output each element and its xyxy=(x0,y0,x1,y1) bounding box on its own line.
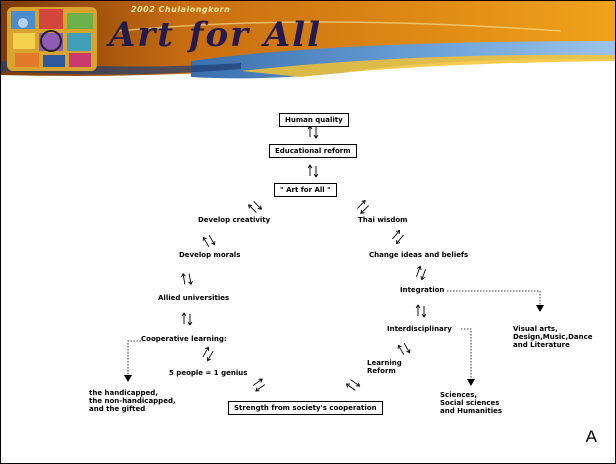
node-five-people-genius: 5 people = 1 genius xyxy=(169,369,248,377)
banner-title: Art for All xyxy=(109,15,323,55)
double-arrow-icon xyxy=(252,378,266,392)
double-arrow-icon xyxy=(357,200,369,214)
collage-icon xyxy=(7,7,97,71)
node-interdisciplinary: Interdisciplinary xyxy=(387,325,452,333)
node-develop-creativity: Develop creativity xyxy=(198,216,271,224)
banner: 2002 Chulalongkorn Art for All xyxy=(1,1,615,79)
diagram-connectors xyxy=(124,290,544,386)
node-allied-universities: Allied universities xyxy=(158,294,230,302)
node-learning-reform: Learning Reform xyxy=(367,359,402,375)
sciences-line2: Social sciences xyxy=(440,399,500,408)
double-arrow-icon xyxy=(307,125,319,139)
node-integration: Integration xyxy=(400,286,445,294)
arrowhead-handicapped xyxy=(124,375,132,382)
node-human-quality: Human quality xyxy=(279,113,349,128)
double-arrow-icon xyxy=(397,342,411,356)
double-arrow-icon xyxy=(181,312,193,326)
double-arrows xyxy=(181,125,427,392)
double-arrow-icon xyxy=(181,272,193,286)
dotted-connector-visual-arts xyxy=(447,290,541,305)
visual-arts-line3: and Literature xyxy=(513,341,570,350)
dotted-connector-handicapped xyxy=(127,340,141,375)
double-arrow-icon xyxy=(345,379,361,391)
node-sciences: Sciences, Social sciences and Humanities xyxy=(440,391,502,415)
double-arrow-icon xyxy=(415,304,427,318)
arrowhead-visual-arts xyxy=(536,305,544,312)
double-arrow-icon xyxy=(307,164,319,178)
sciences-line1: Sciences, xyxy=(440,391,478,399)
double-arrow-icon xyxy=(202,234,216,248)
arrowhead-sciences xyxy=(467,379,475,386)
learning-reform-line2: Reform xyxy=(367,367,396,376)
node-art-for-all: " Art for All " xyxy=(274,183,337,198)
banner-artwork xyxy=(1,1,615,79)
node-thai-wisdom: Thai wisdom xyxy=(358,216,408,224)
sciences-line3: and Humanities xyxy=(440,407,503,416)
corner-label: A xyxy=(585,427,597,446)
node-visual-arts: Visual arts, Design,Music,Dance and Lite… xyxy=(513,325,593,349)
dotted-connector-sciences xyxy=(461,328,472,379)
double-arrow-icon xyxy=(202,346,214,362)
diagram: Human quality Educational reform " Art f… xyxy=(1,79,615,463)
learning-reform-line1: Learning xyxy=(367,359,402,367)
double-arrow-icon xyxy=(248,201,262,213)
visual-arts-line2: Design,Music,Dance xyxy=(513,333,593,342)
node-handicapped: the handicapped, the non-handicapped, an… xyxy=(89,389,176,413)
handicapped-line2: the non-handicapped, xyxy=(89,397,176,406)
handicapped-line1: the handicapped, xyxy=(89,389,158,397)
double-arrow-icon xyxy=(392,229,404,245)
banner-subtitle: 2002 Chulalongkorn xyxy=(131,5,231,14)
double-arrow-icon xyxy=(416,265,426,281)
handicapped-line3: and the gifted xyxy=(89,405,146,414)
node-develop-morals: Develop morals xyxy=(179,251,241,259)
node-cooperative-learning: Cooperative learning: xyxy=(141,335,227,343)
node-change-ideas: Change ideas and beliefs xyxy=(369,251,469,259)
node-educational-reform: Educational reform xyxy=(269,144,357,159)
node-strength: Strength from society's cooperation xyxy=(228,401,383,416)
visual-arts-line1: Visual arts, xyxy=(513,325,558,333)
